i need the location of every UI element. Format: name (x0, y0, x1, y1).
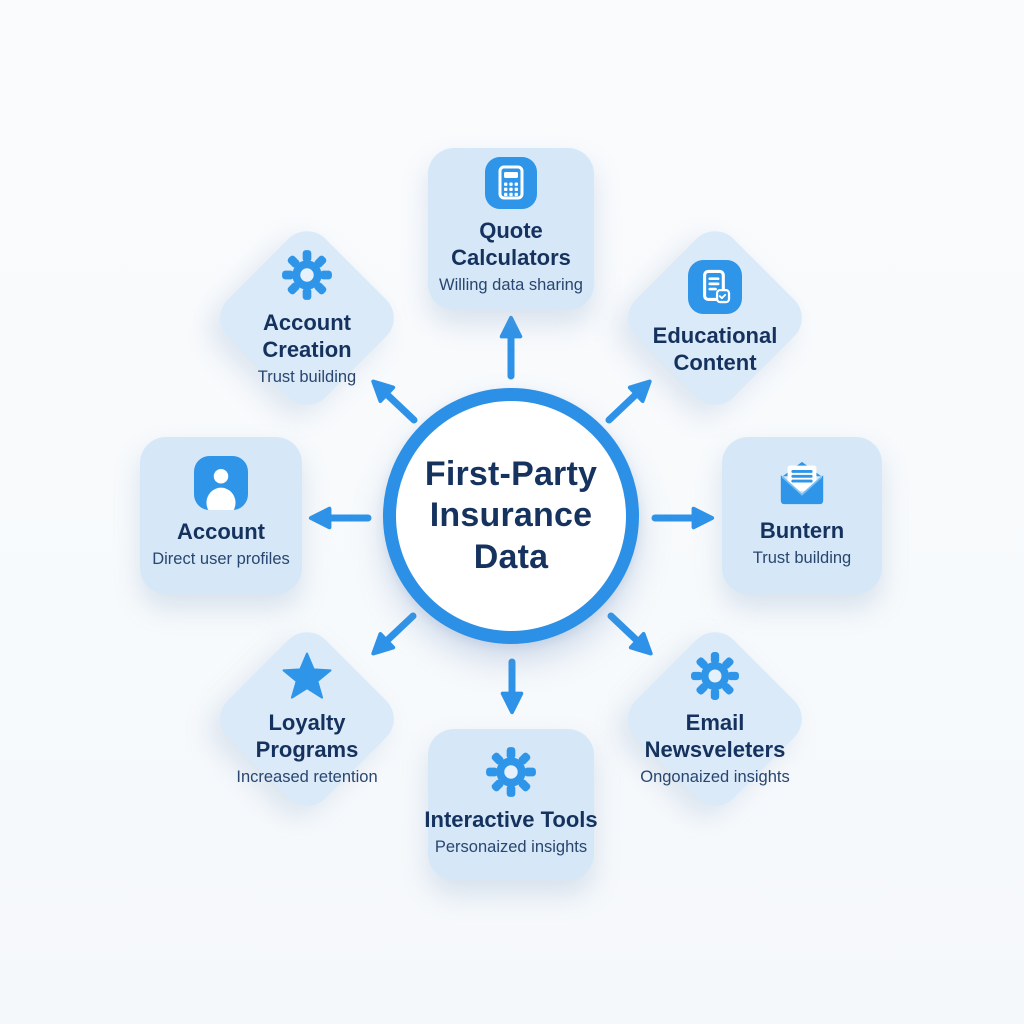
star-icon (280, 651, 334, 701)
node-account: Account Direct user profiles (140, 437, 302, 594)
open-envelope-icon (773, 457, 831, 509)
node-title: Quote Calculators (451, 218, 571, 270)
node-buntern: Buntern Trust building (722, 437, 882, 594)
node-subtitle: Trust building (257, 367, 357, 386)
node-subtitle: Willing data sharing (439, 275, 583, 294)
gear-icon (281, 249, 333, 301)
gear-icon (485, 746, 537, 798)
node-subtitle: Increased retention (236, 767, 378, 786)
node-title: Buntern (759, 517, 845, 543)
user-icon (194, 455, 248, 510)
node-title: Account Creation (262, 310, 352, 362)
document-icon (688, 260, 742, 315)
node-email-newsveleters: Email Newsveleters Ongonaized insights (617, 621, 813, 817)
gear-icon (690, 651, 740, 701)
node-title: Educational Content (652, 323, 778, 375)
node-title: Interactive Tools (424, 806, 598, 832)
node-title: Account (177, 518, 265, 544)
node-interactive-tools: Interactive Tools Personaized insights (424, 729, 598, 880)
center-title: First-Party Insurance Data (424, 454, 598, 576)
node-account-creation: Account Creation Trust building (209, 220, 405, 416)
node-subtitle: Personaized insights (434, 838, 588, 857)
node-subtitle: Direct user profiles (152, 550, 290, 569)
center-node: First-Party Insurance Data (383, 388, 639, 644)
node-subtitle: Ongonaized insights (640, 767, 790, 786)
node-subtitle: Trust building (752, 549, 852, 568)
node-quote-calculators: Quote Calculators Willing data sharing (428, 148, 594, 310)
node-title: Loyalty Programs (255, 710, 359, 762)
calculator-icon (485, 157, 537, 210)
node-loyalty-programs: Loyalty Programs Increased retention (209, 621, 405, 817)
node-educational-content: Educational Content (617, 220, 813, 416)
node-title: Email Newsveleters (644, 710, 786, 762)
